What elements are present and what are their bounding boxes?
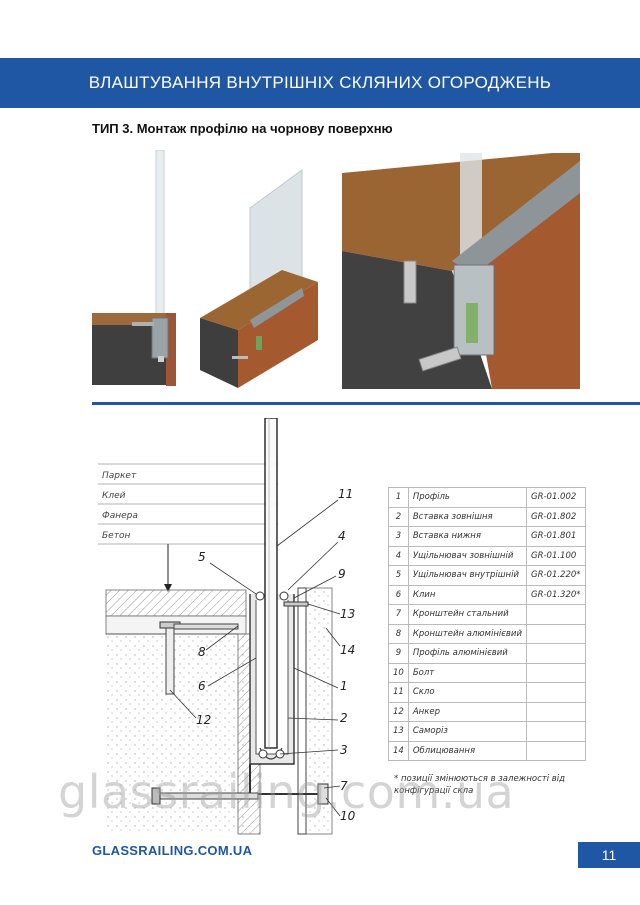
table-footnote: * позиції змінюються в залежності від ко…: [394, 774, 566, 796]
page-number: 11: [601, 847, 617, 863]
callout-14: 14: [340, 643, 355, 657]
page-subtitle: ТИП 3. Монтаж профілю на чорнову поверхн…: [92, 121, 393, 136]
callout-7: 7: [340, 779, 348, 793]
header-banner: ВЛАШТУВАННЯ ВНУТРІШНІХ СКЛЯНИХ ОГОРОДЖЕН…: [0, 58, 640, 108]
layer-label-glue: Клей: [102, 491, 126, 501]
watermark: glassrailing.com.ua: [58, 765, 515, 819]
callout-13: 13: [340, 607, 355, 621]
render-image-3: [342, 153, 580, 389]
page-number-box: 11: [578, 842, 640, 868]
layer-label-plywood: Фанера: [102, 511, 138, 521]
section-drawing: Паркет Клей Фанера Бетон: [88, 417, 388, 848]
callout-8: 8: [198, 645, 206, 659]
callout-4: 4: [338, 529, 346, 543]
callout-5: 5: [198, 550, 206, 564]
section-divider: [92, 402, 640, 405]
callout-1: 1: [340, 679, 348, 693]
footer-site-link[interactable]: GLASSRAILING.COM.UA: [92, 843, 253, 858]
layer-label-parquet: Паркет: [102, 471, 137, 481]
callout-3: 3: [340, 743, 348, 757]
callout-9: 9: [338, 567, 346, 581]
callout-11: 11: [338, 487, 353, 501]
render-image-2: [198, 160, 320, 390]
callout-10: 10: [340, 809, 356, 823]
callout-6: 6: [198, 679, 206, 693]
layer-label-concrete: Бетон: [102, 531, 130, 541]
header-title: ВЛАШТУВАННЯ ВНУТРІШНІХ СКЛЯНИХ ОГОРОДЖЕН…: [88, 73, 552, 92]
render-image-1: [92, 150, 178, 390]
callout-2: 2: [340, 711, 348, 725]
callout-12: 12: [196, 713, 211, 727]
